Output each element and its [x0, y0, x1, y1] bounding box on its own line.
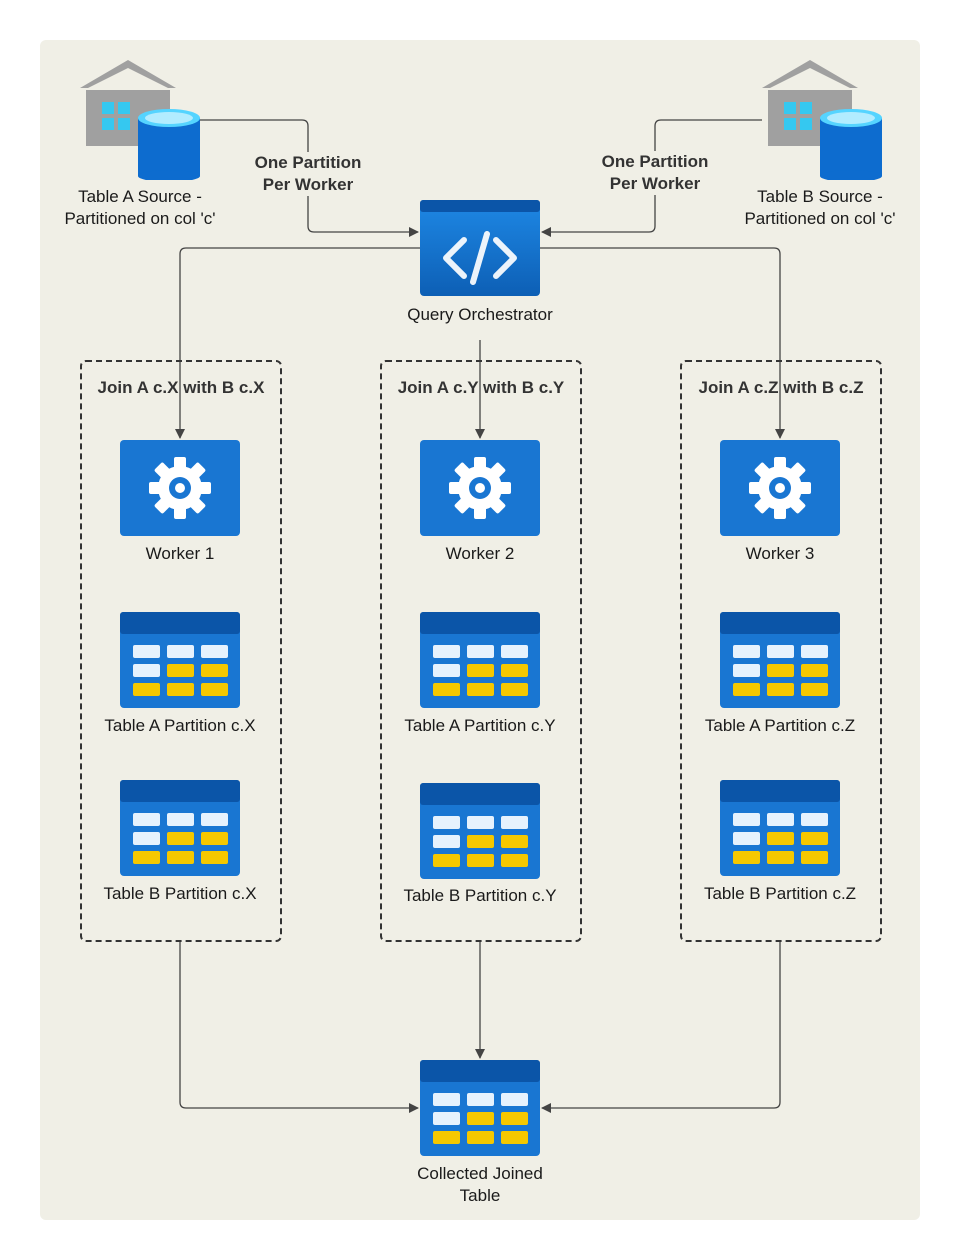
edge-label-right: One Partition Per Worker — [585, 151, 725, 195]
table-b-partition-label: Table B Partition c.Z — [703, 884, 857, 903]
gear-icon — [420, 440, 540, 536]
join-group-2: Join A c.Y with B c.Y — [380, 360, 582, 942]
worker-label: Worker 3 — [745, 544, 815, 563]
table-a-partition-label: Table A Partition c.X — [104, 716, 256, 735]
table-b-partition-label: Table B Partition c.X — [103, 884, 257, 903]
source-a-label-line1: Table A Source - — [78, 187, 202, 206]
source-a-label: Table A Source - Partitioned on col 'c' — [40, 186, 240, 230]
join-group-3: Join A c.Z with B c.Z — [680, 360, 882, 942]
source-b-label-line2: Partitioned on col 'c' — [744, 209, 896, 228]
table-a-partition-label: Table A Partition c.Y — [404, 716, 556, 735]
warehouse-database-icon — [760, 58, 882, 182]
edge-label-right-line2: Per Worker — [609, 174, 701, 193]
edge-group-1-to-result — [179, 942, 419, 1113]
worker-label: Worker 2 — [445, 544, 515, 563]
edge-label-left-line2: Per Worker — [262, 175, 354, 194]
gear-icon — [720, 440, 840, 536]
edge-label-left: One Partition Per Worker — [238, 152, 378, 196]
table-b-partition-label: Table B Partition c.Y — [403, 886, 557, 905]
edge-label-left-line1: One Partition — [254, 153, 362, 172]
edge-label-right-line1: One Partition — [601, 152, 709, 171]
table-icon — [720, 612, 840, 708]
join-group-title: Join A c.X with B c.X — [97, 378, 265, 397]
code-brackets-icon — [420, 200, 540, 296]
edge-orchestrator-to-worker-1 — [175, 247, 420, 439]
edge-group-3-to-result — [541, 942, 781, 1113]
source-b-label-line1: Table B Source - — [757, 187, 883, 206]
orchestrator-label: Query Orchestrator — [407, 305, 553, 324]
warehouse-database-icon — [78, 58, 200, 182]
table-icon — [120, 780, 240, 876]
gear-icon — [120, 440, 240, 536]
result-label: Collected Joined Table — [380, 1163, 580, 1207]
source-a-label-line2: Partitioned on col 'c' — [64, 209, 216, 228]
result-label-line1: Collected Joined — [417, 1164, 543, 1183]
join-group-1: Join A c.X with B c.X — [80, 360, 282, 942]
join-group-title: Join A c.Z with B c.Z — [698, 378, 864, 397]
worker-label: Worker 1 — [145, 544, 215, 563]
table-icon — [720, 780, 840, 876]
edge-orchestrator-to-worker-3 — [540, 247, 785, 439]
result-label-line2: Table — [459, 1186, 501, 1205]
table-icon — [420, 1060, 540, 1156]
source-b-label: Table B Source - Partitioned on col 'c' — [720, 186, 920, 230]
table-icon — [420, 612, 540, 708]
table-icon — [420, 783, 540, 879]
table-icon — [120, 612, 240, 708]
join-group-title: Join A c.Y with B c.Y — [397, 378, 565, 397]
table-a-partition-label: Table A Partition c.Z — [704, 716, 856, 735]
